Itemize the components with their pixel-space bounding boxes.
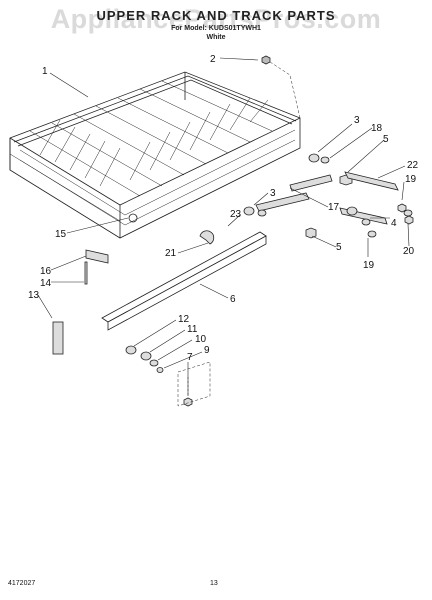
page-title: UPPER RACK AND TRACK PARTS — [96, 8, 336, 23]
callout-3b: 3 — [270, 188, 276, 199]
callout-19b: 19 — [363, 260, 375, 271]
callout-5b: 5 — [336, 242, 342, 253]
document-number: 4172027 — [8, 580, 36, 587]
callout-23: 23 — [230, 209, 242, 220]
callout-12: 12 — [178, 314, 190, 325]
callout-16: 16 — [40, 266, 52, 277]
callout-10: 10 — [195, 334, 207, 345]
callout-2: 2 — [210, 54, 216, 65]
callout-13: 13 — [28, 290, 40, 301]
dish-rack — [9, 71, 301, 239]
model-subtitle: For Model: KUDS01TYWH1 — [171, 25, 261, 32]
callout-7: 7 — [187, 352, 193, 363]
callout-9: 9 — [204, 345, 210, 356]
leader-lines — [37, 57, 410, 396]
callout-5: 5 — [383, 134, 389, 145]
callout-20: 20 — [403, 246, 415, 257]
callout-22: 22 — [407, 160, 419, 171]
callout-15: 15 — [55, 229, 67, 240]
callout-19: 19 — [405, 174, 417, 185]
callout-labels: 1 2 3 18 5 22 19 3 17 23 4 15 20 21 5 19… — [28, 54, 419, 363]
callout-18: 18 — [371, 123, 383, 134]
callout-1: 1 — [42, 66, 48, 77]
page-number: 13 — [210, 580, 218, 587]
callout-17: 17 — [328, 202, 340, 213]
small-parts — [52, 55, 414, 407]
callout-3: 3 — [354, 115, 360, 126]
callout-4: 4 — [391, 218, 397, 229]
callout-6: 6 — [230, 294, 236, 305]
callout-11: 11 — [187, 324, 198, 335]
color-subtitle: White — [206, 34, 226, 41]
callout-21: 21 — [165, 248, 177, 259]
callout-14: 14 — [40, 278, 52, 289]
